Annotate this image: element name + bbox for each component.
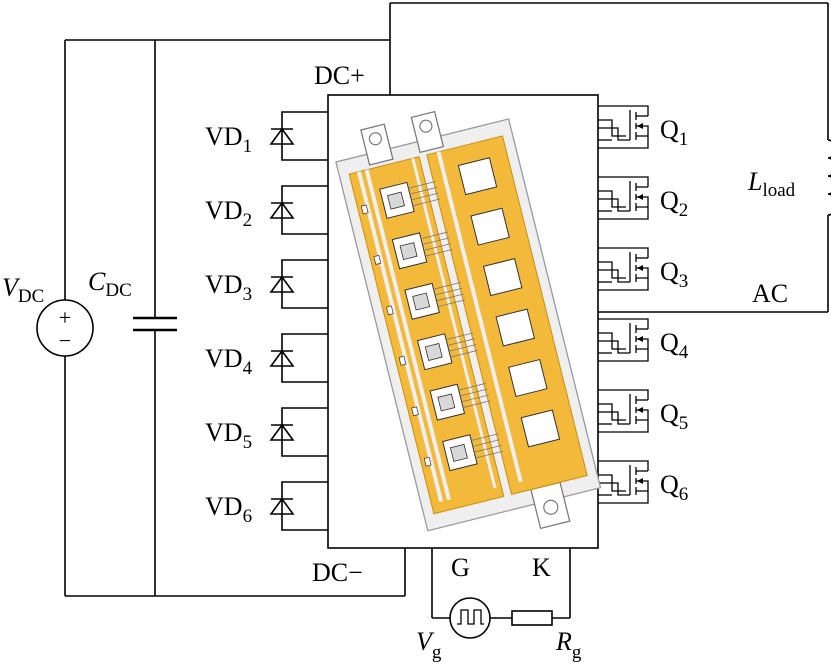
module-chips	[360, 157, 561, 472]
q-label: Q6	[660, 470, 688, 505]
power-module-layout-image	[335, 110, 602, 532]
dc-minus-label: DC−	[312, 558, 363, 587]
q-label: Q4	[660, 328, 689, 363]
diode-die	[520, 409, 561, 448]
ac-label: AC	[752, 279, 788, 308]
sic-mosfet-symbol-icon	[598, 247, 649, 291]
pulse-generator-icon	[449, 597, 491, 639]
diode-die	[495, 308, 536, 347]
diode-symbol-icon	[269, 423, 295, 441]
gate-terminal-label: G	[451, 553, 470, 582]
mosfet-q6: Q6	[598, 460, 688, 505]
rg-label: Rg	[555, 627, 582, 663]
dc-bus-wiring	[64, 2, 829, 597]
diode-die	[470, 207, 510, 246]
vd-label: VD5	[205, 418, 252, 453]
mosfet-q4: Q4	[598, 318, 689, 363]
vd-label: VD6	[205, 492, 252, 527]
diode-vd5: VD5	[205, 407, 328, 457]
cdc-label: CDC	[88, 267, 132, 301]
load-inductor-icon	[827, 139, 831, 216]
diode-symbol-icon	[269, 127, 295, 145]
mosfet-q1: Q1	[598, 105, 688, 150]
q-label: Q1	[660, 115, 688, 150]
diode-symbol-icon	[269, 201, 295, 219]
vd-label: VD1	[205, 122, 252, 157]
diode-vd4: VD4	[205, 333, 328, 383]
dc-plus-label: DC+	[314, 61, 365, 90]
q-label: Q5	[660, 399, 688, 434]
mosfet-q2: Q2	[598, 176, 688, 221]
lload-label: Lload	[747, 167, 796, 201]
gate-resistor-icon	[511, 610, 553, 626]
gate-drive-wiring	[431, 548, 571, 619]
diode-vd6: VD6	[205, 481, 328, 531]
diode-symbol-icon	[269, 349, 295, 367]
sic-mosfet-symbol-icon	[598, 389, 649, 433]
sic-mosfet-symbol-icon	[598, 105, 649, 149]
sic-mosfet-symbol-icon	[598, 318, 649, 362]
diode-die	[508, 358, 548, 398]
diode-die	[457, 157, 498, 196]
vg-label: Vg	[416, 627, 442, 663]
q-label: Q2	[660, 186, 688, 221]
q-label: Q3	[660, 257, 688, 292]
diode-vd3: VD3	[205, 259, 328, 309]
vd-label: VD3	[205, 270, 252, 305]
vd-label: VD2	[205, 196, 252, 231]
kelvin-terminal-label: K	[532, 553, 551, 582]
sic-mosfet-symbol-icon	[598, 176, 649, 220]
diode-symbol-icon	[269, 275, 295, 293]
mosfet-q3: Q3	[598, 247, 688, 292]
vd-label: VD4	[205, 344, 253, 379]
source-minus-sign: −	[59, 328, 71, 353]
dc-link-capacitor-icon	[133, 316, 177, 332]
dc-voltage-source-icon: + −	[36, 299, 94, 357]
diode-die	[482, 258, 523, 297]
sic-mosfet-symbol-icon	[598, 460, 649, 504]
mosfet-q5: Q5	[598, 389, 688, 434]
diode-vd1: VD1	[205, 111, 328, 161]
power-module-outline	[327, 94, 599, 549]
source-plus-sign: +	[59, 305, 71, 330]
diode-symbol-icon	[269, 497, 295, 515]
vdc-label: VDC	[2, 273, 44, 307]
diode-vd2: VD2	[205, 185, 328, 235]
